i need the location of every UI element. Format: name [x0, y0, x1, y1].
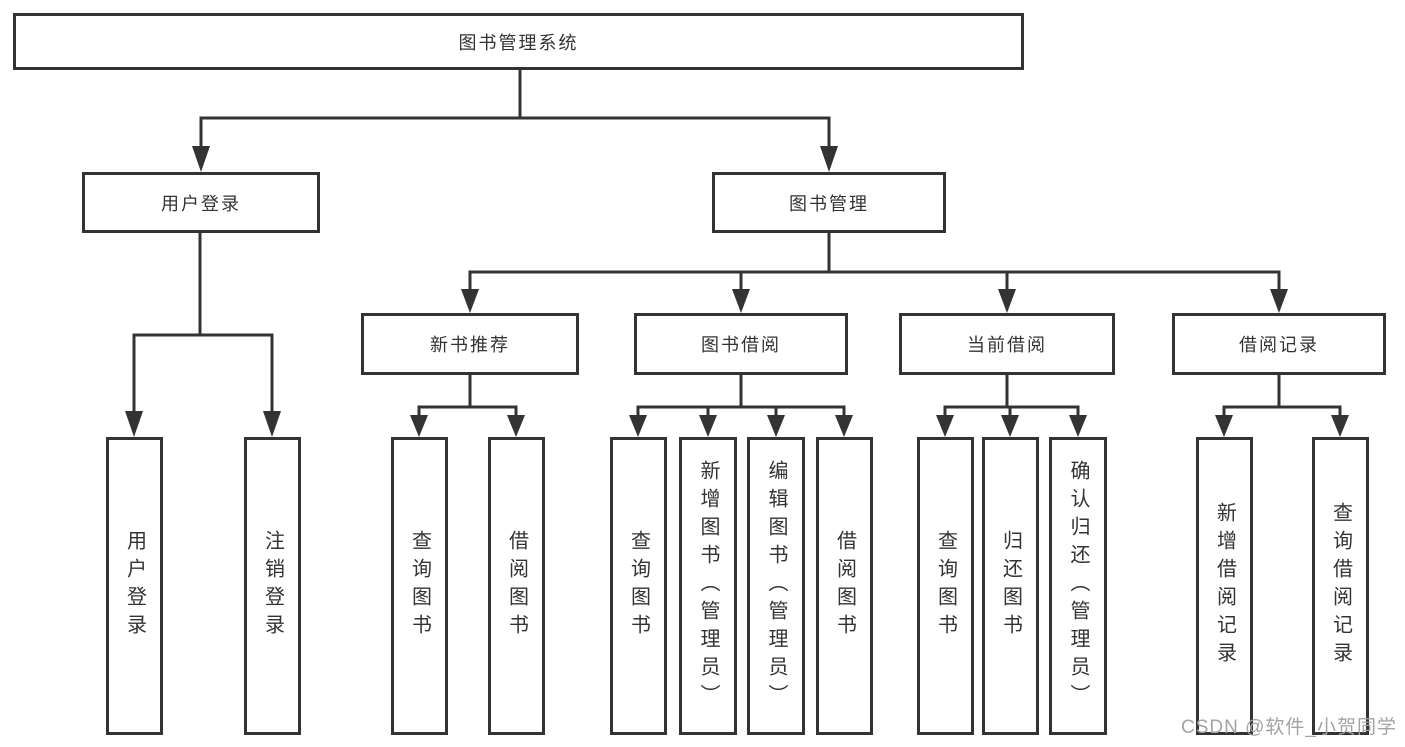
node-new-book-recommend-label: 新书推荐	[430, 335, 510, 355]
node-borrow-books-recommend: 借阅图书	[488, 437, 545, 735]
node-add-borrow-record: 新增借阅记录	[1196, 437, 1253, 735]
node-query-books-current-label: 查询图书	[934, 530, 957, 642]
node-library-management-system: 图书管理系统	[13, 13, 1024, 70]
node-add-books-admin-label: 新增图书（管理员）	[697, 460, 719, 712]
node-query-books-borrow: 查询图书	[610, 437, 667, 735]
node-user-login-label: 用户登录	[123, 530, 146, 642]
node-user-login: 用户登录	[106, 437, 163, 735]
node-return-books-label: 归还图书	[999, 530, 1022, 642]
node-add-books-admin: 新增图书（管理员）	[679, 437, 737, 735]
node-book-borrow: 图书借阅	[634, 313, 848, 375]
node-current-borrow-label: 当前借阅	[967, 335, 1047, 355]
node-confirm-return-admin-label: 确认归还（管理员）	[1067, 460, 1089, 712]
node-edit-books-admin: 编辑图书（管理员）	[747, 437, 805, 735]
node-new-book-recommend: 新书推荐	[361, 313, 579, 375]
node-edit-books-admin-label: 编辑图书（管理员）	[765, 460, 787, 712]
node-confirm-return-admin: 确认归还（管理员）	[1049, 437, 1107, 735]
node-query-books-recommend: 查询图书	[391, 437, 448, 735]
node-add-borrow-record-label: 新增借阅记录	[1213, 502, 1236, 670]
node-logout-login-label: 注销登录	[261, 530, 284, 642]
node-borrow-books-recommend-label: 借阅图书	[505, 530, 528, 642]
node-book-management: 图书管理	[712, 172, 946, 233]
node-query-books-recommend-label: 查询图书	[408, 530, 431, 642]
node-borrow-books-label: 借阅图书	[833, 530, 856, 642]
node-query-borrow-record-label: 查询借阅记录	[1329, 502, 1352, 670]
node-user-login-group-label: 用户登录	[161, 193, 241, 214]
node-current-borrow: 当前借阅	[899, 313, 1115, 375]
node-user-login-group: 用户登录	[82, 172, 320, 233]
node-borrow-books: 借阅图书	[816, 437, 873, 735]
node-library-management-system-label: 图书管理系统	[458, 32, 579, 53]
node-query-books-current: 查询图书	[917, 437, 974, 735]
node-query-borrow-record: 查询借阅记录	[1312, 437, 1369, 735]
csdn-watermark: CSDN @软件_小贺同学	[1181, 717, 1397, 738]
node-borrow-records: 借阅记录	[1172, 313, 1386, 375]
node-book-management-label: 图书管理	[789, 193, 869, 214]
node-return-books: 归还图书	[982, 437, 1039, 735]
node-borrow-records-label: 借阅记录	[1239, 335, 1319, 355]
node-query-books-borrow-label: 查询图书	[627, 530, 650, 642]
node-logout-login: 注销登录	[244, 437, 301, 735]
node-book-borrow-label: 图书借阅	[701, 335, 781, 355]
